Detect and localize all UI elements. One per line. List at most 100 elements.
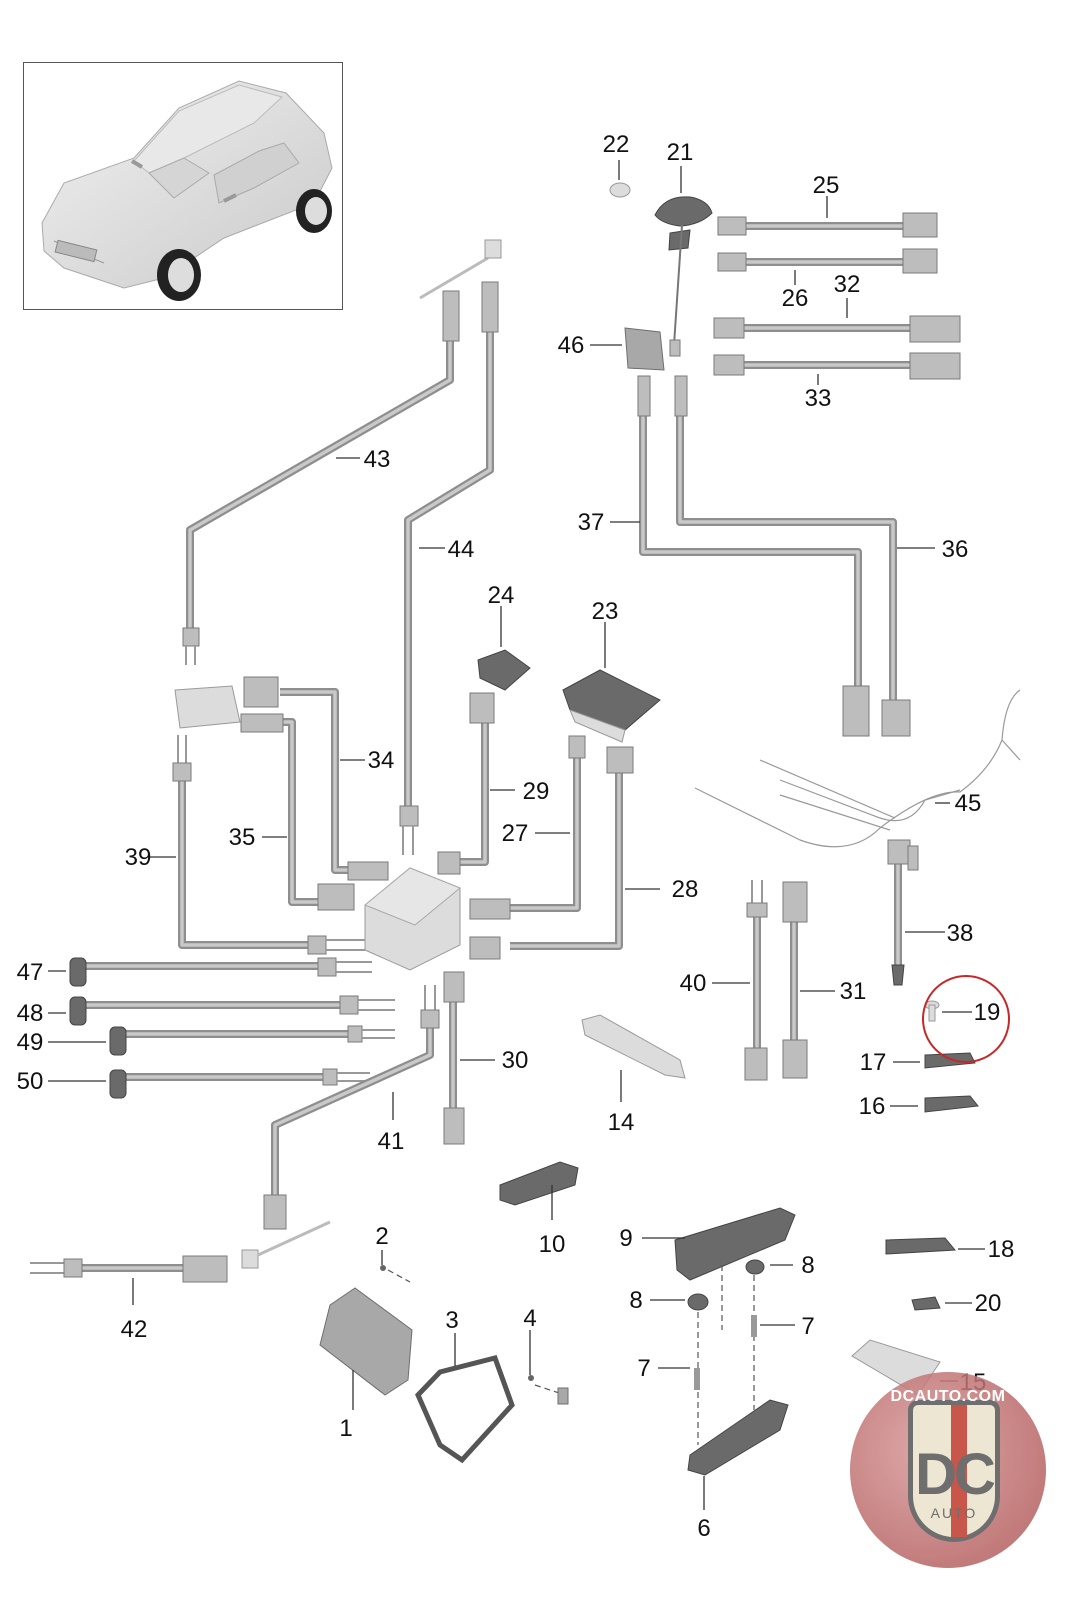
cable-47 [48,957,372,987]
highlight-circle-callout-19 [922,975,1010,1063]
part-2-screw [380,1250,411,1283]
callout-47: 47 [17,959,44,986]
part-1-housing [319,1287,413,1410]
callout-32: 32 [834,271,861,298]
watermark-sub-text: AUTO [930,1505,978,1521]
watermark-shield: DC AUTO [908,1400,1000,1542]
callout-9: 9 [619,1225,632,1252]
callout-3: 3 [445,1307,458,1334]
callout-34: 34 [368,747,395,774]
vehicle-illustration [41,80,333,301]
part-9-control-panel [642,1207,796,1281]
antenna-adapter-top [419,239,502,300]
callout-37: 37 [578,509,605,536]
part-10-module [499,1161,579,1220]
callout-27: 27 [502,820,529,847]
cable-40 [712,880,768,1081]
cable-27 [469,735,586,920]
cable-44 [399,281,499,855]
part-46-control-module [590,327,665,371]
cable-41 [263,985,440,1230]
cable-38 [887,839,945,986]
watermark-stripe [951,1405,967,1537]
antenna-adapter-bottom [241,1220,331,1269]
cable-32 [713,298,961,343]
callout-33: 33 [805,385,832,412]
cable-25 [717,196,938,238]
part-21-roof-antenna [654,166,713,357]
callout-42: 42 [121,1316,148,1343]
cable-39 [148,735,365,955]
callout-30: 30 [502,1047,529,1074]
callout-28: 28 [672,876,699,903]
module-small-left [174,685,241,729]
part-7-screw-left [658,1367,700,1390]
callout-18: 18 [988,1236,1015,1263]
callout-labels: 1 2 3 4 6 7 7 8 8 9 10 14 15 16 17 18 19… [17,131,1015,1542]
callout-1: 1 [339,1415,352,1442]
part-18-switch [885,1237,985,1255]
callout-40: 40 [680,970,707,997]
main-control-unit [364,867,461,971]
callout-14: 14 [608,1109,635,1136]
callout-8-left: 8 [629,1287,642,1314]
callout-10: 10 [539,1231,566,1258]
cable-33 [713,352,961,385]
callout-22: 22 [603,131,630,158]
callout-48: 48 [17,1000,44,1027]
callout-26: 26 [782,285,809,312]
cable-48 [48,995,395,1026]
watermark-site: DCAUTO.COM [890,1388,1006,1405]
harness-45 [694,689,1021,848]
callout-29: 29 [523,778,550,805]
cable-28 [469,746,660,960]
callout-21: 21 [667,139,694,166]
cable-30 [443,971,495,1145]
cable-43 [182,290,460,665]
cable-29 [437,692,515,875]
callout-17: 17 [860,1049,887,1076]
callout-23: 23 [592,598,619,625]
callout-16: 16 [859,1093,886,1120]
callout-7-left: 7 [637,1355,650,1382]
callout-45: 45 [955,790,982,817]
part-7-screw-right [751,1315,795,1337]
part-22-nut [609,160,631,198]
part-3-frame [415,1333,515,1464]
cable-34 [243,676,389,881]
part-24-module [477,606,531,691]
callout-2: 2 [375,1223,388,1250]
part-14-bracket [581,1014,686,1102]
watermark-logo-text: DC [915,1442,996,1507]
callout-20: 20 [975,1290,1002,1317]
part-6-base [687,1399,789,1510]
part-4-screw [528,1330,569,1405]
cable-36 [674,375,935,737]
cable-50 [48,1068,370,1099]
callout-39: 39 [125,844,152,871]
callout-49: 49 [17,1029,44,1056]
callout-38: 38 [947,920,974,947]
callout-7-right: 7 [801,1313,814,1340]
callout-35: 35 [229,824,256,851]
part-20-clip [911,1296,972,1311]
callout-31: 31 [840,978,867,1005]
cable-26 [717,248,938,285]
cable-31 [782,881,835,1079]
cable-49 [48,1025,395,1056]
callout-36: 36 [942,536,969,563]
watermark-logo: DC AUTO DCAUTO.COM [850,1372,1046,1568]
callout-4: 4 [523,1305,536,1332]
callout-6: 6 [697,1515,710,1542]
callout-24: 24 [488,582,515,609]
callout-43: 43 [364,446,391,473]
callout-8-right: 8 [801,1252,814,1279]
callout-44: 44 [448,536,475,563]
callout-25: 25 [813,172,840,199]
callout-41: 41 [378,1128,405,1155]
cable-42 [30,1255,228,1305]
part-23-module [562,622,661,743]
callout-50: 50 [17,1068,44,1095]
cable-37 [610,375,870,737]
part-8-cap-left [650,1293,709,1445]
